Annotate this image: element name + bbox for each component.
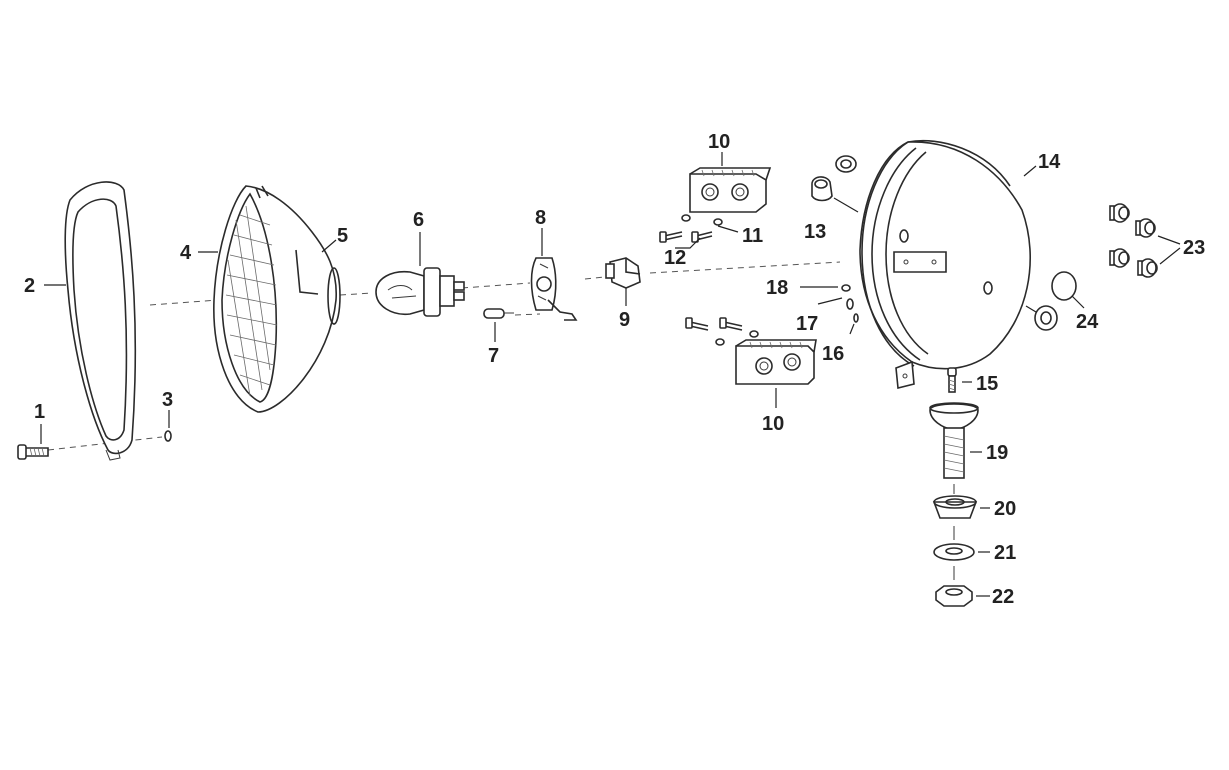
callout-11: 11 — [742, 225, 763, 247]
callout-1: 1 — [34, 401, 45, 423]
part-terminal-block-lower — [685, 317, 817, 385]
callout-21: 21 — [994, 542, 1016, 564]
callout-2: 2 — [24, 275, 35, 297]
callout-10-lower: 10 — [762, 413, 784, 435]
callout-labels: 1 2 3 4 5 6 7 8 9 10 10 11 12 13 14 15 1… — [24, 131, 1205, 608]
callout-9: 9 — [619, 309, 630, 331]
callout-12: 12 — [664, 247, 686, 269]
part-headlamp-shell-14 — [859, 139, 1037, 390]
part-screw-1 — [17, 444, 49, 460]
part-terminal-block-upper — [689, 167, 772, 213]
part-washer-3 — [164, 430, 172, 442]
callout-24: 24 — [1076, 311, 1099, 333]
part-nut-22 — [935, 566, 990, 607]
callout-20: 20 — [994, 498, 1016, 520]
callout-10-upper: 10 — [708, 131, 730, 153]
callout-13: 13 — [804, 221, 826, 243]
part-washer-21 — [933, 526, 990, 561]
callout-15: 15 — [976, 373, 998, 395]
callout-23: 23 — [1183, 237, 1205, 259]
callout-7: 7 — [488, 345, 499, 367]
part-bulb-holder-8 — [530, 257, 578, 321]
part-small-hardware — [817, 284, 859, 335]
callout-8: 8 — [535, 207, 546, 229]
part-screw-15 — [947, 367, 972, 393]
callout-18: 18 — [766, 277, 788, 299]
callout-16: 16 — [822, 343, 844, 365]
part-cup-washer-20 — [932, 484, 990, 519]
callout-22: 22 — [992, 586, 1014, 608]
callout-14: 14 — [1038, 151, 1061, 173]
callout-leaders — [40, 152, 838, 444]
part-pilot-bulb-7 — [483, 308, 514, 319]
part-mounting-bolt-19 — [929, 402, 982, 479]
callout-3: 3 — [162, 389, 173, 411]
callout-17: 17 — [796, 313, 818, 335]
part-cap-24 — [1025, 271, 1085, 331]
part-screws-washers-upper — [659, 214, 723, 249]
part-bulb-6 — [375, 267, 465, 317]
part-lens-reflector — [213, 185, 341, 413]
part-grommet-13 — [811, 155, 859, 213]
part-connector-9 — [605, 257, 641, 289]
part-grommets-23 — [1109, 203, 1181, 278]
callout-19: 19 — [986, 442, 1008, 464]
part-rim-ring — [64, 181, 137, 461]
callout-5: 5 — [337, 225, 348, 247]
callout-4: 4 — [180, 242, 192, 264]
callout-6: 6 — [413, 209, 424, 231]
